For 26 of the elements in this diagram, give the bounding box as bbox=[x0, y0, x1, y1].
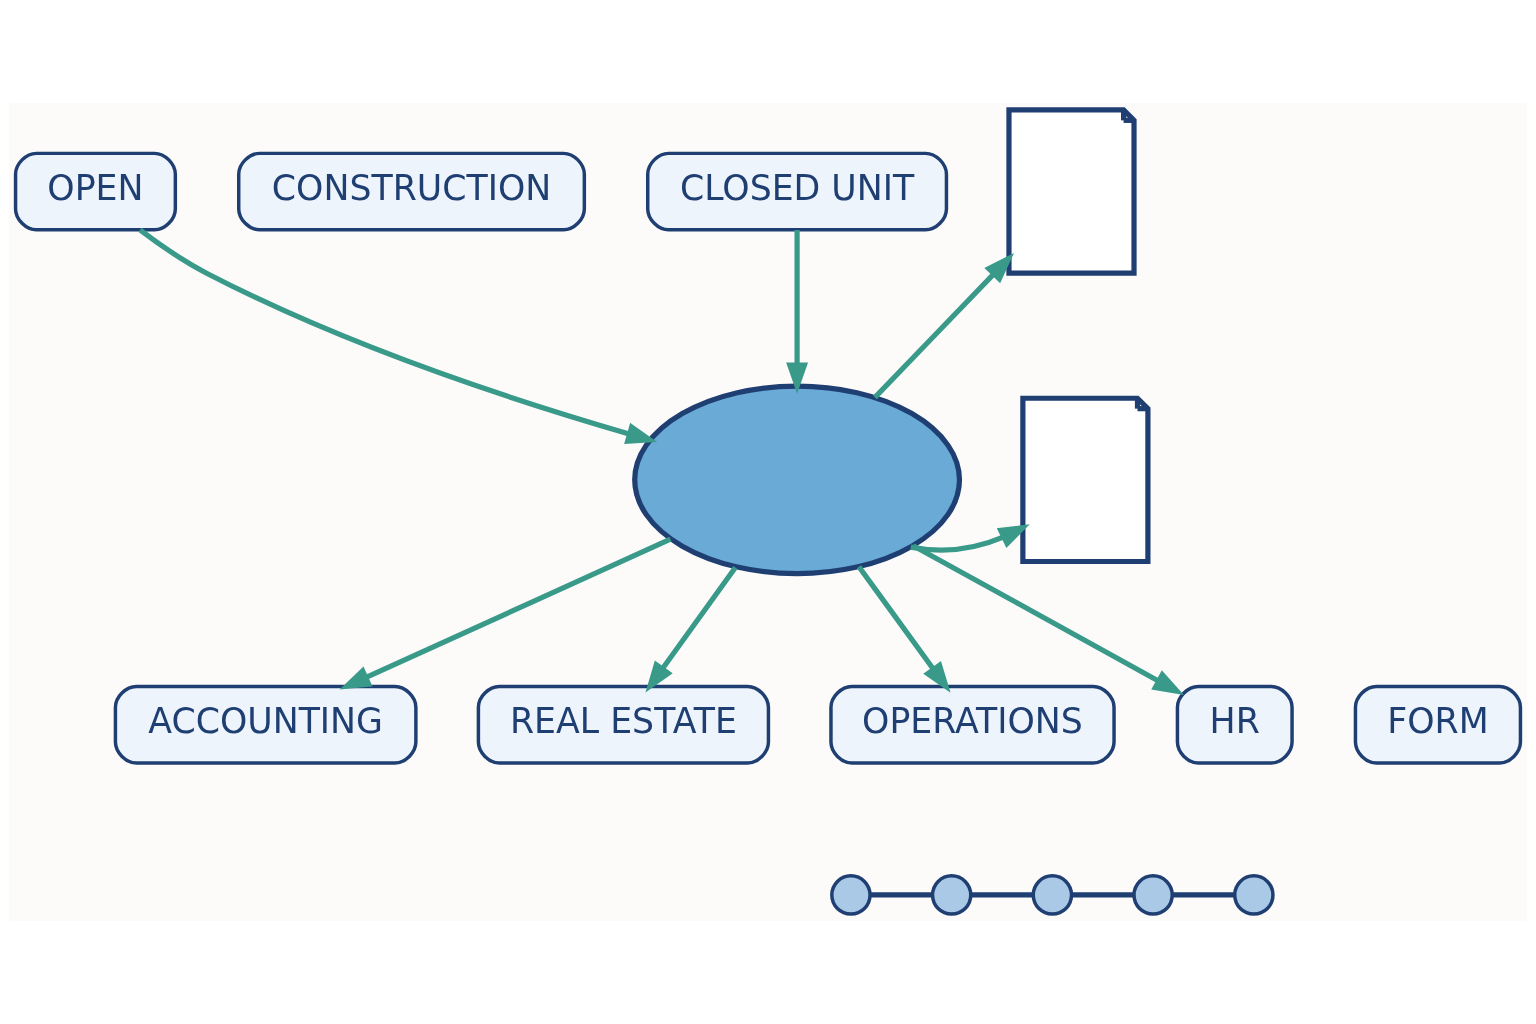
arrow bbox=[645, 565, 738, 693]
node-box: CONSTRUCTION bbox=[237, 151, 587, 232]
node-box: REAL ESTATE bbox=[476, 684, 771, 765]
arrow bbox=[856, 565, 951, 693]
node-circle bbox=[1233, 874, 1275, 916]
arrow bbox=[873, 252, 1014, 400]
node-box: CLOSED UNIT bbox=[646, 151, 949, 232]
node-box: OPEN bbox=[13, 151, 178, 232]
node-box: ACCOUNTING bbox=[113, 684, 418, 765]
node-circle bbox=[930, 874, 973, 916]
node-box: FORM bbox=[1353, 684, 1523, 765]
connector bbox=[870, 892, 933, 898]
connector bbox=[1072, 892, 1134, 898]
connector bbox=[971, 892, 1033, 898]
arrow bbox=[910, 524, 1030, 553]
node-box: OPERATIONS bbox=[829, 684, 1116, 765]
node-cloud bbox=[632, 383, 963, 577]
node-circle bbox=[1132, 874, 1174, 916]
arrow bbox=[911, 543, 1184, 695]
connector bbox=[1172, 892, 1235, 898]
arrow bbox=[339, 536, 672, 690]
node-circle bbox=[1031, 874, 1074, 916]
arrow bbox=[138, 227, 658, 444]
arrow bbox=[786, 229, 809, 394]
node-circle bbox=[830, 874, 872, 916]
node-box: HR bbox=[1175, 684, 1294, 765]
